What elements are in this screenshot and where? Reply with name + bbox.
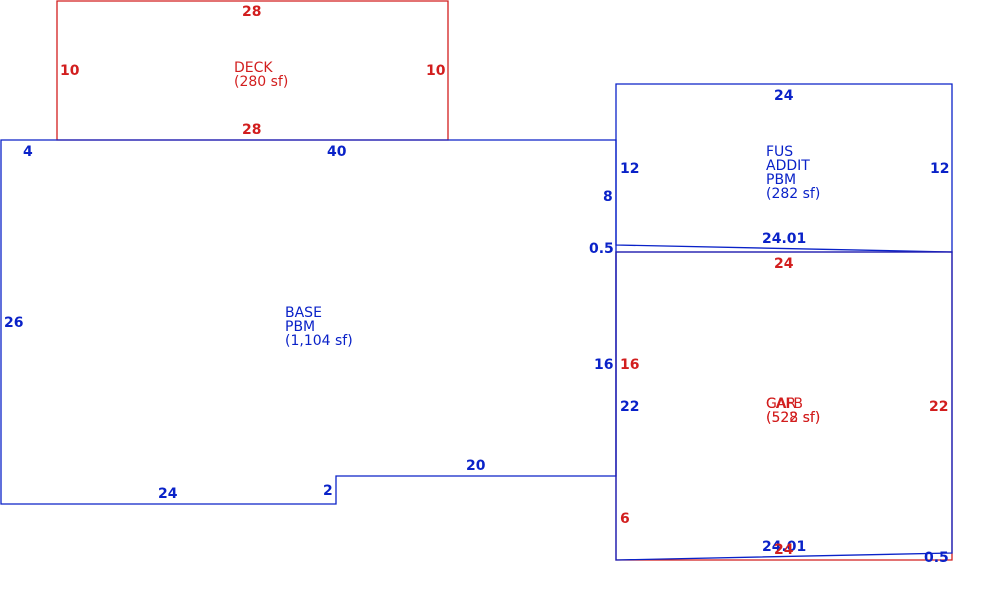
- deck-area: (280 sf): [234, 74, 288, 90]
- dim-base-right-lower: 16: [594, 357, 613, 373]
- garage-area-red: (522 sf): [766, 410, 820, 426]
- dim-gar-bottom-offset: 0.5: [924, 550, 949, 566]
- dim-base-top-left: 4: [23, 144, 33, 160]
- dim-gar-bottom-red: 24: [774, 542, 794, 558]
- garage-name-blue: GAR: [766, 396, 796, 412]
- dim-base-right-offset: 0.5: [589, 241, 614, 257]
- dim-base-top: 40: [327, 144, 347, 160]
- dim-fus-left: 12: [620, 161, 639, 177]
- dim-gar-left-lower: 6: [620, 511, 630, 527]
- dim-base-right-upper: 8: [603, 189, 613, 205]
- dim-base-bottom-step: 2: [323, 483, 333, 499]
- fus-addit-area: (282 sf): [766, 186, 820, 202]
- dim-gar-top: 24: [774, 256, 794, 272]
- dim-fus-right: 12: [930, 161, 949, 177]
- fus-addit-name: FUS: [766, 144, 793, 160]
- fus-addit-name-2: ADDIT: [766, 158, 810, 174]
- dim-base-left: 26: [4, 315, 23, 331]
- garage-name-red: CAFB: [766, 396, 803, 412]
- deck-name: DECK: [234, 60, 273, 76]
- dim-deck-top: 28: [242, 4, 261, 20]
- base-type: PBM: [285, 319, 315, 335]
- garage-area-blue: (528 sf): [766, 410, 820, 426]
- dim-fus-top: 24: [774, 88, 794, 104]
- dim-gar-bottom-blue: 24.01: [762, 539, 806, 555]
- dim-fus-bottom: 24.01: [762, 231, 806, 247]
- dim-deck-left: 10: [60, 63, 80, 79]
- dim-base-bottom-step-top: 20: [466, 458, 486, 474]
- dim-gar-left-blue: 22: [620, 399, 639, 415]
- dim-deck-right: 10: [426, 63, 446, 79]
- fus-addit-type: PBM: [766, 172, 796, 188]
- base-area: (1,104 sf): [285, 333, 353, 349]
- base-name: BASE: [285, 305, 322, 321]
- dim-base-bottom: 24: [158, 486, 178, 502]
- dim-gar-left-red: 16: [620, 357, 639, 373]
- garage-outline-blue: [615, 251, 953, 561]
- dim-gar-right: 22: [929, 399, 948, 415]
- dim-deck-bottom: 28: [242, 122, 261, 138]
